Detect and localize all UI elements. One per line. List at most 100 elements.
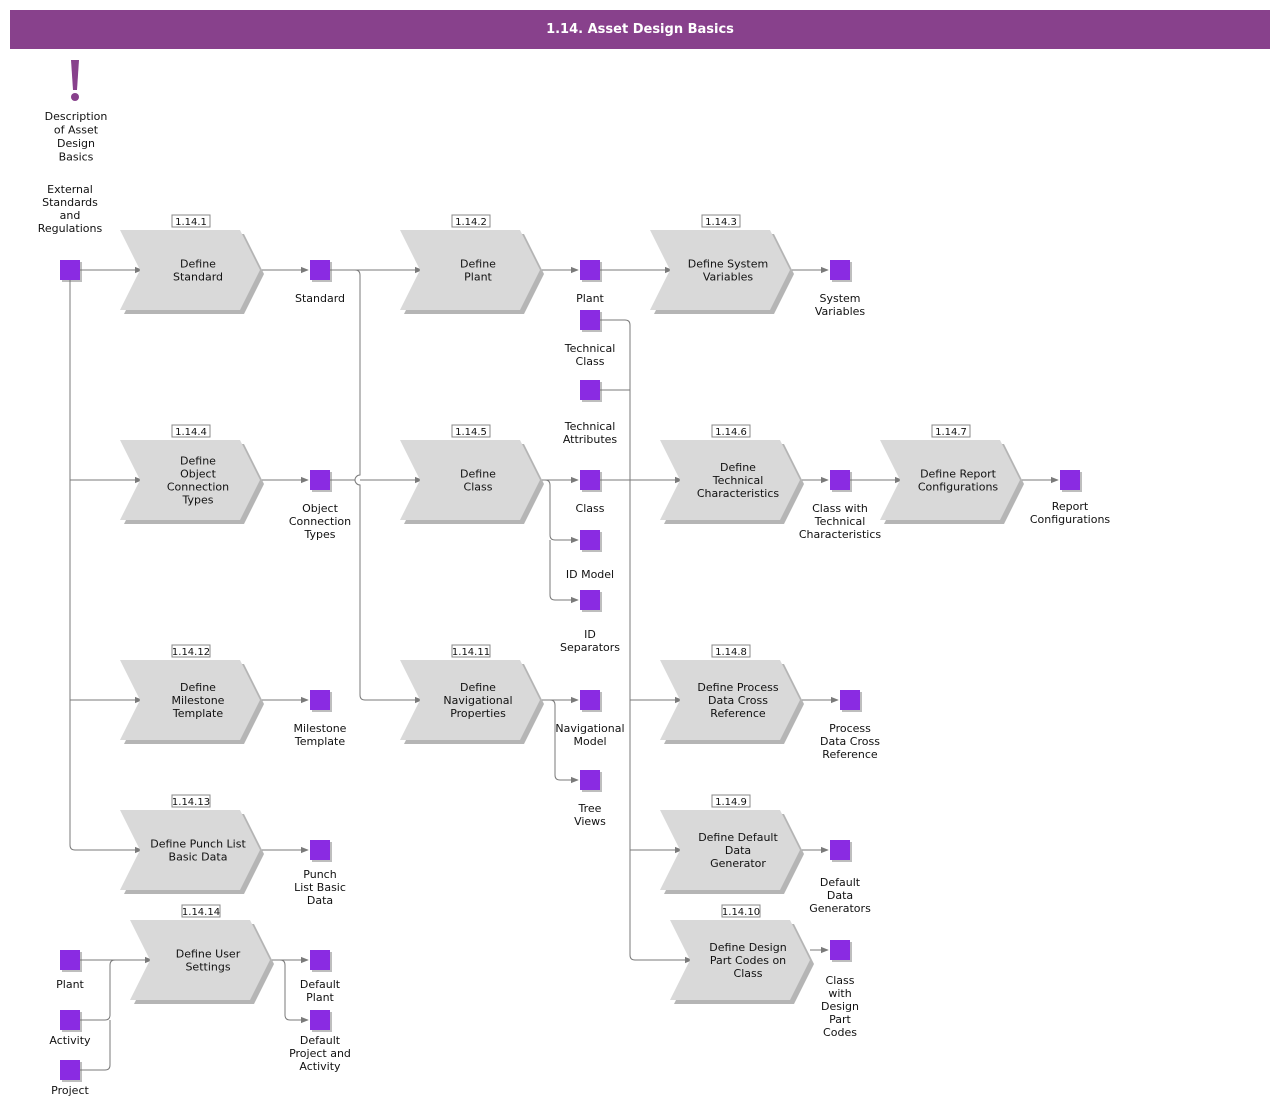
data-object-label: Codes (823, 1026, 857, 1039)
data-object-label: Part (829, 1013, 851, 1026)
process-id-text: 1.14.1 (175, 217, 207, 228)
process-label: Define (460, 468, 496, 481)
data-object-label: Data Cross (820, 735, 880, 748)
connector-line (540, 479, 579, 544)
process-id-text: 1.14.7 (935, 427, 967, 438)
data-object-label: Project and (289, 1047, 351, 1060)
process-chevron (130, 920, 270, 1000)
diagram-title: 1.14. Asset Design Basics (546, 22, 734, 37)
data-object-d-class[interactable]: Class (576, 470, 605, 515)
process-chevron (120, 660, 260, 740)
data-object-label: Class (826, 974, 855, 987)
data-object-square (60, 1060, 80, 1080)
data-object-label: Report (1052, 500, 1089, 513)
data-object-d-in-activity[interactable]: Activity (49, 1010, 91, 1047)
process-id-text: 1.14.8 (715, 647, 747, 658)
data-object-label: Attributes (563, 433, 618, 446)
connector-line (540, 699, 579, 784)
data-object-label: Regulations (38, 222, 103, 235)
data-object-square (580, 260, 600, 280)
data-object-label: Tree (578, 802, 602, 815)
process-label: Define (460, 681, 496, 694)
data-object-d-in-plant[interactable]: Plant (56, 950, 85, 991)
process-label: Data Cross (708, 694, 768, 707)
data-object-d-plant[interactable]: Plant (576, 260, 605, 305)
process-chevron (880, 440, 1020, 520)
data-object-square (840, 690, 860, 710)
data-object-label: System (819, 292, 860, 305)
data-object-square (60, 1010, 80, 1030)
data-object-label: Standards (42, 196, 98, 209)
data-object-square (830, 940, 850, 960)
process-label: Configurations (918, 481, 999, 494)
process-label: Define (720, 461, 756, 474)
data-object-square (580, 380, 600, 400)
process-label: Types (182, 494, 214, 507)
description-label: Basics (59, 151, 94, 164)
process-id-text: 1.14.12 (172, 647, 210, 658)
process-id-text: 1.14.6 (715, 427, 747, 438)
connector-line (549, 540, 579, 604)
description-label: of Asset (54, 124, 99, 137)
process-label: Define (180, 681, 216, 694)
data-object-d-std[interactable]: Standard (295, 260, 345, 305)
data-object-label: Activity (299, 1060, 341, 1073)
data-object-label: Design (821, 1000, 859, 1013)
process-chevron (660, 810, 800, 890)
description-label: Design (57, 137, 95, 150)
process-id-text: 1.14.3 (705, 217, 737, 228)
data-object-label: Activity (49, 1034, 91, 1047)
process-label: Define Punch List (150, 838, 246, 851)
data-object-d-idmodel[interactable]: ID Model (566, 530, 614, 581)
process-chevron (120, 440, 260, 520)
data-object-label: Plant (56, 978, 84, 991)
process-id-badge (181, 904, 221, 918)
data-object-square (310, 1010, 330, 1030)
process-label: Settings (185, 961, 230, 974)
process-label: Navigational (443, 694, 512, 707)
data-object-d-in-project[interactable]: Project (51, 1060, 90, 1097)
process-id-badge (711, 794, 751, 808)
process-label: Define (460, 258, 496, 271)
process-label: Generator (710, 857, 766, 870)
data-object-label: Class (576, 502, 605, 515)
data-object-label: Object (302, 502, 339, 515)
connector-line (80, 1020, 111, 1071)
data-object-label: Plant (306, 991, 334, 1004)
data-object-label: Connection (289, 515, 351, 528)
process-id-badge (171, 214, 211, 228)
data-object-label: Class with (812, 502, 868, 515)
